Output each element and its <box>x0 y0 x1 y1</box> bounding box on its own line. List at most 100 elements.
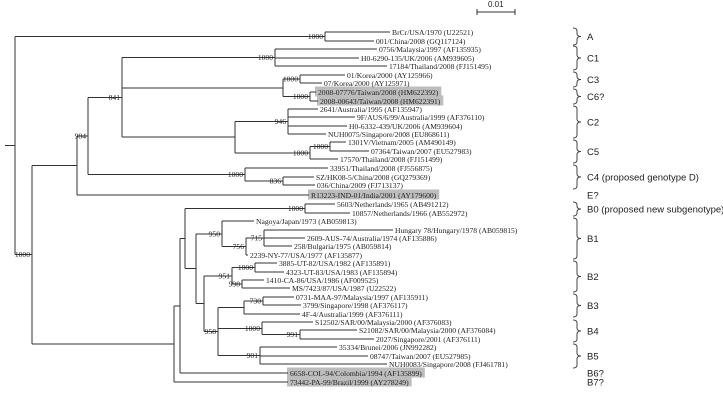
leaf-label: 5603/Netherlands/1965 (AB491212) <box>337 200 449 209</box>
highlight-box <box>315 86 442 97</box>
leaf-label: BrCr/USA/1970 (U22521) <box>392 28 474 37</box>
leaf-label: 2239-NY-77/USA/1977 (AF135877) <box>250 251 362 260</box>
leaf-label: 33951/Thailand/2008 (FJ556875) <box>330 164 433 173</box>
group-bracket <box>572 71 582 88</box>
bootstrap-value: 1000 <box>258 53 273 62</box>
leaf-label: 17570/Thailand/2008 (FJ151499) <box>340 155 443 164</box>
highlight-box <box>287 376 412 387</box>
leaf-label: 1410-CA-86/USA/1986 (AF009525) <box>266 276 379 285</box>
bootstrap-value: 756 <box>233 242 245 251</box>
group-bracket <box>572 164 582 190</box>
branch-layer <box>5 31 393 383</box>
group-label: B6? <box>587 368 604 379</box>
bootstrap-value: 946 <box>275 117 287 126</box>
bootstrap-value: 1000 <box>293 92 308 101</box>
bootstrap-value: 715 <box>251 234 263 243</box>
bootstrap-value: 836 <box>270 177 282 186</box>
bootstrap-value: 1000 <box>245 324 260 333</box>
leaf-label: 2008-00643/Taiwan/2008 (HM622391) <box>320 97 441 106</box>
leaf-label: S21082/SAR/00/Malaysia/2000 (AF376084) <box>359 326 496 335</box>
group-bracket <box>572 139 582 164</box>
leaf-label-layer: BrCr/USA/1970 (U22521)001/China/2008 (GQ… <box>250 28 518 387</box>
group-bracket <box>572 343 582 369</box>
leaf-label: SZ/HK08-5/China/2008 (GQ279369) <box>316 173 431 182</box>
group-label: B5 <box>587 351 599 362</box>
leaf-label: 08747/Taiwan/2007 (EU527985) <box>370 352 471 361</box>
leaf-label: 1301V/Vietnam/2005 (AM490149) <box>348 138 456 147</box>
bootstrap-value: 998 <box>229 280 241 289</box>
bootstrap-value: 1000 <box>15 250 30 259</box>
leaf-label: 35334/Brunei/2006 (JN992282) <box>339 343 437 352</box>
leaf-label: NUH0075/Singapore/2008 (EU868611) <box>328 130 450 139</box>
group-bracket <box>572 201 582 217</box>
leaf-label: 2641/Australia/1995 (AF135947) <box>320 105 422 114</box>
leaf-label: NUH0083/Singapore/2008 (FJ461781) <box>389 360 508 369</box>
group-label: B3 <box>587 301 599 312</box>
leaf-label: 0731-MAA-97/Malaysia/1997 (AF135911) <box>296 293 428 302</box>
leaf-label: H0-6290-135/UK/2006 (AM939605) <box>361 54 475 63</box>
group-bracket <box>572 88 582 105</box>
group-label: C3 <box>587 75 599 86</box>
bootstrap-value: 1000 <box>308 32 323 41</box>
highlight-layer <box>287 86 444 387</box>
bootstrap-value: 1000 <box>293 148 308 157</box>
leaf-label: 036/China/2009 (FJ713137) <box>317 181 403 190</box>
group-label: C1 <box>587 53 599 64</box>
bootstrap-value: 1000 <box>228 170 243 179</box>
group-label: B0 (proposed new subgenotype) <box>587 204 723 215</box>
bootstrap-value: 950 <box>209 229 221 238</box>
highlight-box <box>317 95 444 106</box>
group-bracket <box>572 45 582 71</box>
leaf-label: 6658-COL-94/Colombia/1994 (AF135899) <box>290 369 422 378</box>
bootstrap-value: 841 <box>109 93 121 102</box>
bootstrap-value: 901 <box>247 351 259 360</box>
leaf-label: 2027/Singapore/2001 (AF376111) <box>376 335 481 344</box>
group-label: B7? <box>587 377 604 388</box>
highlight-box <box>287 367 425 378</box>
leaf-label: R13223-IND-01/India/2001 (AY179600) <box>311 191 437 200</box>
leaf-label: 07364/Taiwan/2007 (EU527983) <box>371 147 472 156</box>
group-label: E? <box>587 190 599 201</box>
leaf-label: Nagoya/Japan/1973 (AB059813) <box>256 217 357 226</box>
scale-bar: 0.01 <box>476 0 516 15</box>
bootstrap-value: 951 <box>219 271 231 280</box>
leaf-label: S12502/SAR/00/Malaysia/2000 (AF376083) <box>315 318 452 327</box>
leaf-label: 258/Bulgaria/1975 (AB059814) <box>294 242 392 251</box>
group-label: C6? <box>587 92 604 103</box>
group-bracket <box>572 217 582 260</box>
bootstrap-value: 984 <box>75 131 87 140</box>
group-bracket <box>572 260 582 293</box>
group-label: C2 <box>587 117 599 128</box>
leaf-label: 73442-PA-99/Brazil/1999 (AY278249) <box>290 378 409 387</box>
leaf-label: 4F-4/Australia/1999 (AF376111) <box>302 310 403 319</box>
bootstrap-value: 1000 <box>288 204 303 213</box>
bootstrap-value: 958 <box>205 327 217 336</box>
leaf-label: 01/Korea/2000 (AY125966) <box>347 71 433 80</box>
group-bracket <box>572 27 582 46</box>
leaf-label: 2008-07776/Taiwan/2008 (HM622392) <box>318 88 439 97</box>
leaf-label: 9F/AUS/6/99/Australia/1999 (AF376110) <box>357 113 485 122</box>
group-label: A <box>587 32 594 43</box>
bootstrap-value: 1000 <box>238 263 253 272</box>
scale-bar-label: 0.01 <box>488 0 504 9</box>
bootstrap-value: 1000 <box>313 142 328 151</box>
leaf-label: 2609-AUS-74/Australia/1974 (AF135886) <box>307 234 437 243</box>
bootstrap-value: 1000 <box>283 75 298 84</box>
leaf-label: 4323-UT-83/USA/1983 (AF135894) <box>286 268 398 277</box>
group-label: B1 <box>587 234 599 245</box>
bootstrap-value: 730 <box>250 297 262 306</box>
leaf-label: 17184/Thailand/2008 (FJ151495) <box>389 62 492 71</box>
leaf-label: Hungary 78/Hungary/1978 (AB059815) <box>395 226 518 235</box>
bootstrap-value: 991 <box>287 330 299 339</box>
leaf-label: 3885-UT-82/USA/1982 (AF135891) <box>279 259 391 268</box>
leaf-label: 3799/Singapore/1998 (AF376117) <box>303 301 408 310</box>
group-label: B2 <box>587 272 599 283</box>
group-bracket <box>572 105 582 139</box>
leaf-label: 10857/Netherlands/1966 (AB552972) <box>352 209 468 218</box>
leaf-label: H0-6332-439/UK/2006 (AM939604) <box>349 122 463 131</box>
group-bracket <box>572 319 582 343</box>
leaf-label: 0756/Malaysia/1997 (AF135935) <box>379 45 481 54</box>
highlight-box <box>308 189 440 200</box>
